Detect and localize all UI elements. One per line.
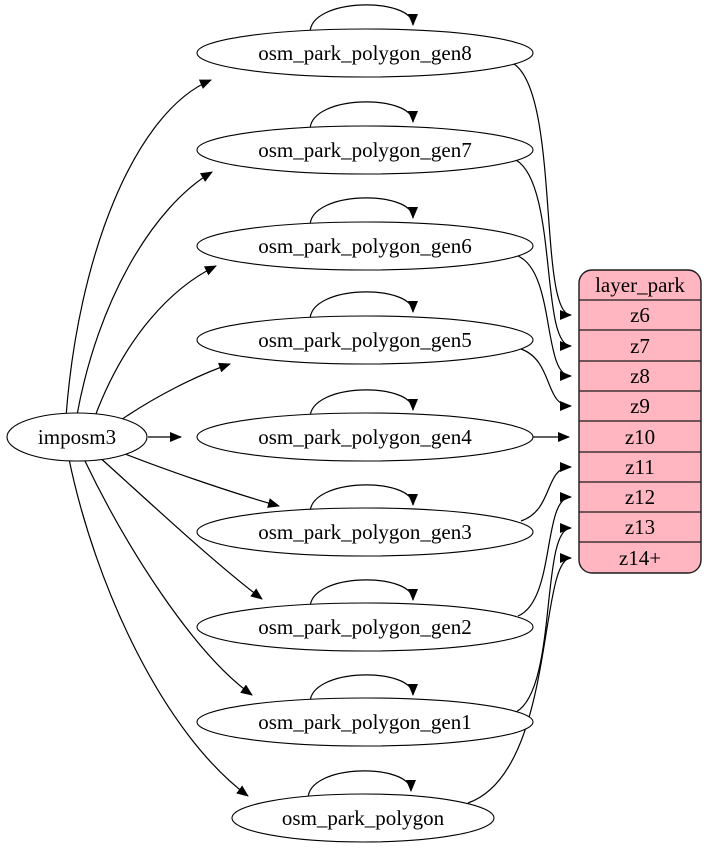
self-loop-gen5 xyxy=(309,291,418,321)
self-loop-gen1 xyxy=(309,674,418,704)
edge-imposm3-to-gen8 xyxy=(65,79,212,418)
node-osm-park-polygon-gen3: osm_park_polygon_gen3 xyxy=(196,507,534,557)
edge-imposm3-to-gen2 xyxy=(96,454,263,600)
node-osm-park-polygon-gen8: osm_park_polygon_gen8 xyxy=(196,28,534,78)
layer-park-row-z7: z7 xyxy=(630,334,650,358)
edge-imposm3-to-gen5 xyxy=(114,362,231,425)
edges-from-imposm3 xyxy=(65,79,280,797)
edge-gen6-to-z8 xyxy=(517,255,572,381)
imposm3-ellipse xyxy=(6,412,148,462)
edge-imposm3-to-gen6 xyxy=(93,265,217,420)
self-loop-gen6 xyxy=(309,197,418,227)
edge-gen3-to-z11 xyxy=(520,462,572,522)
node-osm-park-polygon-gen6: osm_park_polygon_gen6 xyxy=(196,221,534,271)
edge-gen8-to-z6 xyxy=(513,63,572,320)
node-osm-park-polygon-gen5: osm_park_polygon_gen5 xyxy=(196,315,534,365)
layer-park-row-z11: z11 xyxy=(625,455,655,479)
gen1-ellipse xyxy=(196,697,534,747)
gen5-ellipse xyxy=(196,315,534,365)
self-loop-gen7 xyxy=(309,101,418,131)
gen2-ellipse xyxy=(196,602,534,652)
gen4-label: osm_park_polygon_gen4 xyxy=(258,425,472,449)
node-osm-park-polygon-gen1: osm_park_polygon_gen1 xyxy=(196,697,534,747)
gen8-ellipse xyxy=(196,28,534,78)
edge-gen5-to-z9 xyxy=(520,348,572,411)
polygon-label: osm_park_polygon xyxy=(282,806,445,830)
layer-park-row-z9: z9 xyxy=(630,394,650,418)
gen7-ellipse xyxy=(196,125,534,175)
self-loop-gen2 xyxy=(309,579,418,609)
edge-polygon-to-z14 xyxy=(467,553,572,804)
edge-imposm3-to-gen1 xyxy=(83,458,253,696)
node-layer-park: layer_park z6 z7 z8 z9 z10 z11 z12 z13 z… xyxy=(578,269,702,574)
edge-imposm3-to-gen3 xyxy=(114,449,280,508)
imposm3-label: imposm3 xyxy=(38,425,116,449)
layer-park-row-z6: z6 xyxy=(630,303,650,327)
self-loop-gen3 xyxy=(309,484,418,514)
edge-imposm3-to-polygon xyxy=(68,458,249,797)
node-osm-park-polygon-gen7: osm_park_polygon_gen7 xyxy=(196,125,534,175)
self-loop-edges xyxy=(307,4,418,800)
layer-park-row-z13: z13 xyxy=(625,515,655,539)
gen1-label: osm_park_polygon_gen1 xyxy=(258,710,471,734)
node-osm-park-polygon-gen4: osm_park_polygon_gen4 xyxy=(196,412,534,462)
edge-gen7-to-z7 xyxy=(515,159,572,351)
node-osm-park-polygon: osm_park_polygon xyxy=(231,793,495,843)
edge-gen2-to-z12 xyxy=(517,492,572,617)
layer-park-title: layer_park xyxy=(595,273,685,297)
gen2-label: osm_park_polygon_gen2 xyxy=(258,615,471,639)
polygon-ellipse xyxy=(231,793,495,843)
gen3-label: osm_park_polygon_gen3 xyxy=(258,520,471,544)
gen6-ellipse xyxy=(196,221,534,271)
edges-to-layer-park xyxy=(467,63,572,804)
layer-park-row-z8: z8 xyxy=(630,364,650,388)
self-loop-gen8 xyxy=(309,4,418,34)
self-loop-polygon xyxy=(307,770,416,800)
gen7-label: osm_park_polygon_gen7 xyxy=(258,138,471,162)
gen5-label: osm_park_polygon_gen5 xyxy=(258,328,471,352)
layer-park-row-z10: z10 xyxy=(625,425,655,449)
edge-gen1-to-z13 xyxy=(515,523,572,713)
edge-imposm3-to-gen7 xyxy=(76,171,213,416)
node-imposm3: imposm3 xyxy=(6,412,148,462)
self-loop-gen4 xyxy=(309,389,418,419)
layer-park-row-z12: z12 xyxy=(625,485,655,509)
layer-park-row-z14: z14+ xyxy=(619,546,661,570)
node-osm-park-polygon-gen2: osm_park_polygon_gen2 xyxy=(196,602,534,652)
gen3-ellipse xyxy=(196,507,534,557)
gen6-label: osm_park_polygon_gen6 xyxy=(258,234,471,258)
gen8-label: osm_park_polygon_gen8 xyxy=(258,41,471,65)
gen4-ellipse xyxy=(196,412,534,462)
